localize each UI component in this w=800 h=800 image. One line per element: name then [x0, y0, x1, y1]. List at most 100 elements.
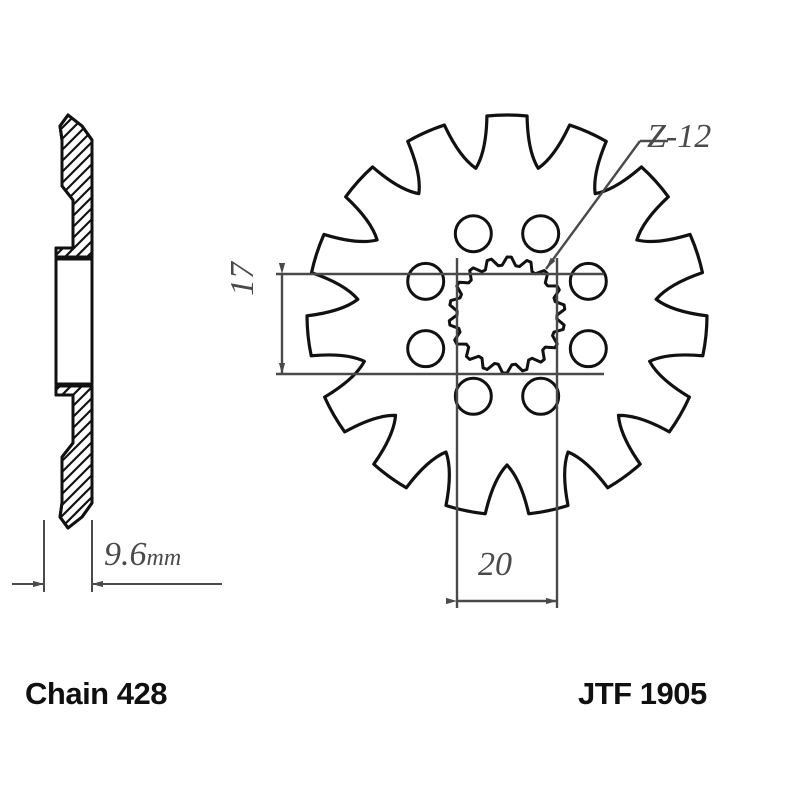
hatch-line	[20, 8, 130, 118]
hatch-line	[20, 643, 130, 753]
hatch-line	[20, 0, 130, 52]
hatch-line	[20, 745, 130, 800]
hatch-line	[20, 624, 130, 734]
hatch-line	[20, 0, 130, 71]
hatch-line	[20, 679, 130, 789]
hatch-line	[20, 654, 130, 764]
hatch-line	[20, 786, 130, 800]
hatch-line	[20, 0, 130, 63]
hatch-line	[20, 0, 130, 49]
hatch-line	[20, 0, 130, 82]
hatch-line	[20, 0, 130, 60]
hatch-line	[20, 610, 130, 720]
hatch-line	[20, 720, 130, 800]
spline-callout-leader-line	[545, 140, 641, 270]
hatch-line	[56, 524, 92, 528]
hatch-line	[56, 386, 92, 449]
hatch-line	[20, 676, 130, 786]
hatch-line	[56, 436, 92, 528]
hatch-line	[20, 0, 130, 16]
hatch-line	[20, 734, 130, 800]
hatch-line	[20, 0, 130, 107]
hatch-line	[20, 558, 130, 668]
hatch-line	[56, 386, 92, 482]
hatch-line	[56, 403, 92, 515]
hatch-line	[20, 778, 130, 800]
hatch-line	[56, 115, 92, 204]
hatch-line	[20, 635, 130, 745]
hatch-line	[20, 632, 130, 742]
hatch-line	[20, 544, 130, 654]
hatch-line	[20, 0, 130, 104]
hatch-line	[20, 0, 130, 93]
lightening-hole	[521, 376, 561, 416]
hatch-line	[20, 536, 130, 646]
hatch-line	[20, 0, 130, 30]
hatch-line	[20, 687, 130, 797]
hatch-line	[20, 742, 130, 800]
hatch-line	[56, 386, 92, 493]
lightening-hole	[406, 261, 446, 301]
hatch-line	[56, 392, 92, 504]
hatch-line	[56, 115, 92, 116]
hatch-line	[20, 709, 130, 800]
hatch-line	[20, 764, 130, 800]
side-section-lower-profile-overlay	[54, 384, 94, 530]
hatch-line	[56, 513, 92, 528]
hatch-line	[20, 19, 130, 129]
hatch-line	[20, 646, 130, 756]
hatch-line	[20, 569, 130, 679]
hatch-line	[20, 613, 130, 723]
hatch-line	[20, 533, 130, 643]
lightening-hole	[568, 261, 608, 301]
hatch-line	[56, 115, 92, 226]
hatch-line	[20, 555, 130, 665]
hatch-line	[20, 588, 130, 698]
hatch-line	[56, 125, 92, 237]
hatch-line	[20, 0, 130, 41]
hatch-line	[20, 665, 130, 775]
hatch-line	[20, 668, 130, 778]
hatch-line	[20, 591, 130, 701]
hatch-line	[20, 0, 130, 8]
hatch-line	[20, 0, 130, 38]
hatch-line	[56, 115, 92, 182]
hatch-line	[56, 425, 92, 528]
hatch-line	[20, 511, 130, 621]
hatch-line	[56, 414, 92, 526]
side-section-upper-hatching	[20, 0, 130, 800]
hatch-line	[20, 580, 130, 690]
hatch-line	[20, 775, 130, 800]
hatch-line	[20, 599, 130, 709]
side-section-web	[54, 257, 94, 386]
lightening-hole	[406, 329, 446, 369]
hatch-line	[56, 386, 92, 460]
hatch-line	[56, 191, 92, 257]
hatch-line	[20, 789, 130, 800]
hatch-line	[20, 698, 130, 800]
hatch-line	[20, 0, 130, 96]
hatch-line	[20, 731, 130, 800]
hatch-line	[20, 657, 130, 767]
hatch-line	[20, 753, 130, 800]
hatch-line	[20, 621, 130, 731]
hatch-line	[20, 566, 130, 676]
hatch-line	[20, 0, 130, 5]
hatch-line	[56, 180, 92, 257]
hatch-line	[20, 701, 130, 800]
hatch-line	[20, 577, 130, 687]
hatch-line	[20, 756, 130, 800]
hatch-line	[56, 115, 92, 215]
hatch-line	[20, 522, 130, 632]
hatch-line	[20, 602, 130, 712]
hatch-line	[56, 386, 92, 471]
hatch-line	[56, 169, 92, 257]
hatch-line	[56, 115, 92, 193]
lightening-hole	[568, 329, 608, 369]
bore-dimensions	[276, 258, 604, 608]
hatch-line	[56, 447, 92, 528]
hatch-line	[20, 0, 130, 19]
lightening-holes-group	[406, 214, 608, 416]
